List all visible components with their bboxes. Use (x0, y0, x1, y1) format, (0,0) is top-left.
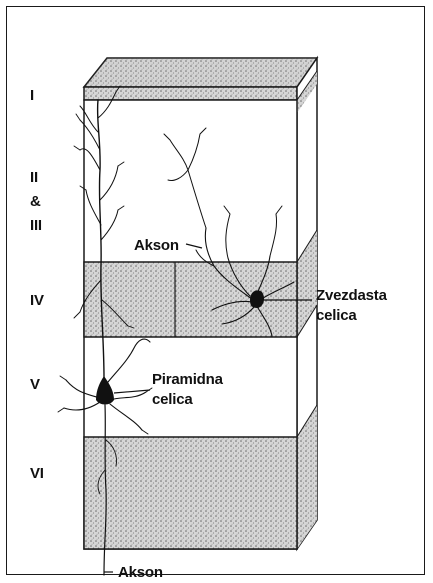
label-stellate-line2: celica (316, 307, 357, 324)
layer-label-i: I (30, 87, 34, 104)
layer-label-vi: VI (30, 465, 44, 482)
layer-label-ii: II (30, 169, 38, 186)
layer-label-iii: III (30, 217, 42, 234)
label-pyramidal-line2: celica (152, 391, 193, 408)
layer-label-and: & (30, 193, 41, 210)
label-axon-lower: Akson (118, 564, 163, 581)
label-stellate-line1: Zvezdasta (316, 287, 388, 304)
block-right-side (297, 58, 317, 549)
block-front-face (84, 100, 297, 549)
label-pyramidal-line1: Piramidna (152, 371, 224, 388)
block-top-face (84, 58, 317, 87)
label-axon-upper: Akson (134, 237, 179, 254)
layer-label-iv: IV (30, 292, 44, 309)
layer-i-band (84, 87, 297, 100)
layer-label-v: V (30, 376, 40, 393)
